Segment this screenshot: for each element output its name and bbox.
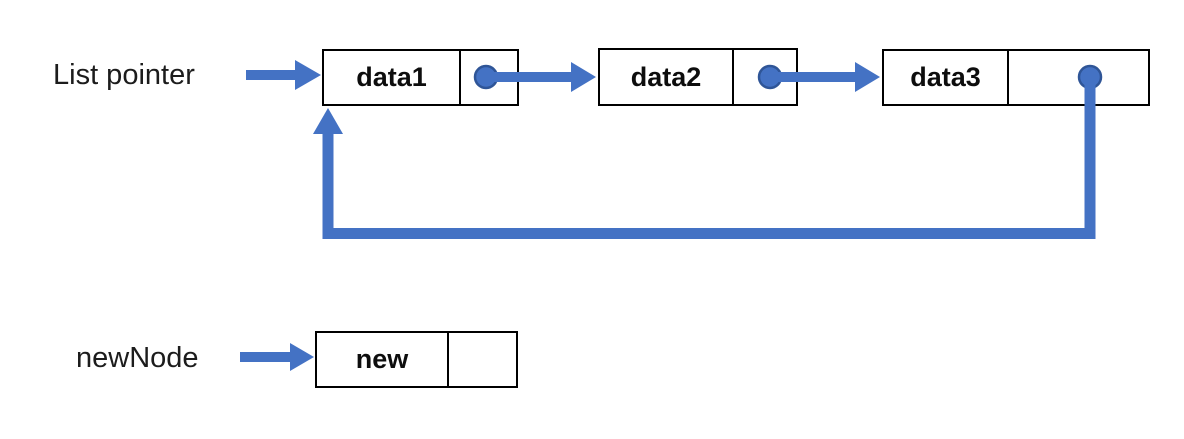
node-data2-pointer-cell — [734, 50, 796, 104]
list-pointer-arrowhead-icon — [295, 60, 321, 90]
data1-next-arrowhead-icon — [571, 62, 596, 92]
node-new-label: new — [317, 333, 449, 386]
node-data2-label: data2 — [600, 50, 734, 104]
node-data1: data1 — [322, 49, 519, 106]
node-data1-pointer-cell — [461, 51, 517, 104]
newnode-arrowhead-icon — [290, 343, 314, 371]
newnode-label: newNode — [76, 342, 199, 374]
node-data1-label: data1 — [324, 51, 461, 104]
node-data3-label: data3 — [884, 51, 1009, 104]
node-new: new — [315, 331, 518, 388]
node-data3-pointer-cell — [1009, 51, 1148, 104]
node-new-pointer-cell — [449, 333, 516, 386]
node-data3: data3 — [882, 49, 1150, 106]
data3-loopback-arrowhead-icon — [313, 108, 343, 134]
node-data2: data2 — [598, 48, 798, 106]
data2-next-arrowhead-icon — [855, 62, 880, 92]
list-pointer-label: List pointer — [53, 59, 195, 91]
